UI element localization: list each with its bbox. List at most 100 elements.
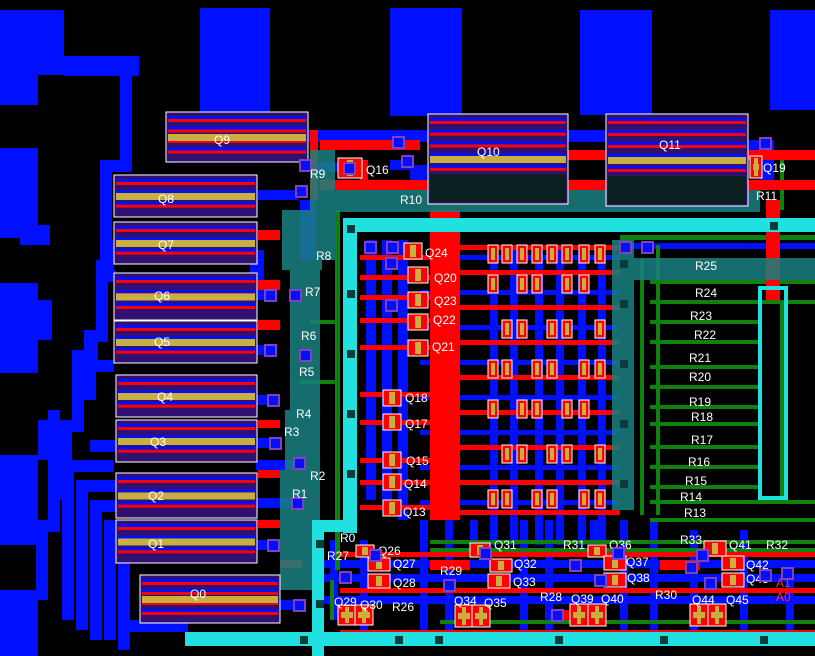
resistor-r10[interactable]: R10 (400, 193, 422, 207)
transistor-q8[interactable]: Q8 (113, 174, 258, 218)
resistor-r6[interactable]: R6 (301, 329, 317, 343)
transistor-q26[interactable]: Q26 (355, 544, 401, 558)
rail-via (347, 350, 355, 358)
matrix-cell (531, 399, 543, 419)
matrix-cell (546, 444, 558, 464)
resistor-r9[interactable]: R9 (310, 167, 326, 181)
transistor-q30[interactable]: Q30 (354, 598, 383, 626)
transistor-q7[interactable]: Q7 (113, 221, 258, 265)
transistor-q3[interactable]: Q3 (115, 419, 258, 463)
resistor-r3[interactable]: R3 (284, 425, 300, 439)
transistor-q18[interactable]: Q18 (382, 389, 428, 407)
transistor-q40[interactable]: Q40 (587, 592, 624, 627)
resistor-r24[interactable]: R24 (695, 286, 717, 300)
resistor-r28[interactable]: R28 (540, 590, 562, 604)
resistor-r22[interactable]: R22 (694, 328, 716, 342)
resistor-r30[interactable]: R30 (655, 588, 677, 602)
resistor-r33[interactable]: R33 (680, 533, 702, 547)
transistor-q20[interactable]: Q20 (407, 266, 457, 285)
resistor-r32[interactable]: R32 (766, 538, 788, 552)
transistor-label: Q17 (405, 417, 428, 431)
transistor-q44[interactable]: Q44 (689, 593, 715, 627)
matrix-cell (531, 274, 543, 294)
transistor-q22[interactable]: Q22 (407, 313, 456, 331)
matrix-cell (516, 399, 528, 419)
resistor-r27[interactable]: R27 (327, 549, 349, 563)
resistor-r0[interactable]: R0 (340, 531, 356, 545)
contact-via (594, 574, 607, 587)
transistor-q33[interactable]: Q33 (487, 573, 536, 589)
transistor-q0[interactable]: Q0 (139, 574, 281, 624)
contact-via (293, 457, 306, 470)
contact-via (291, 497, 304, 510)
rail-via (770, 222, 778, 230)
transistor-q37[interactable]: Q37 (603, 555, 649, 571)
resistor-r5[interactable]: R5 (299, 365, 315, 379)
transistor-label: Q20 (434, 271, 457, 285)
transistor-q11[interactable]: Q11 (605, 113, 749, 207)
transistor-q32[interactable]: Q32 (489, 557, 537, 573)
matrix-cell (561, 399, 573, 419)
transistor-q45[interactable]: Q45 (707, 593, 749, 627)
transistor-label: Q6 (154, 289, 170, 303)
resistor-r8[interactable]: R8 (316, 249, 332, 263)
pin-a1[interactable]: A1 (776, 576, 791, 590)
rail-via (316, 540, 324, 548)
transistor-q24[interactable]: Q24 (403, 242, 448, 260)
transistor-q17[interactable]: Q17 (382, 413, 428, 431)
resistor-r16[interactable]: R16 (688, 455, 710, 469)
transistor-q10[interactable]: Q10 (427, 113, 569, 205)
matrix-cell (531, 359, 543, 379)
transistor-q29[interactable]: Q29 (334, 595, 357, 626)
pin-a0[interactable]: A0 (776, 590, 791, 604)
resistor-r19[interactable]: R19 (689, 395, 711, 409)
transistor-label: Q45 (726, 593, 749, 607)
matrix-cell (516, 244, 528, 264)
transistor-q42[interactable]: Q42 (721, 555, 769, 572)
matrix-cell (578, 274, 590, 294)
resistor-r13[interactable]: R13 (684, 506, 706, 520)
transistor-q28[interactable]: Q28 (367, 573, 416, 590)
matrix-cell (546, 244, 558, 264)
transistor-q2[interactable]: Q2 (115, 472, 258, 519)
transistor-q34[interactable]: Q34 (454, 594, 477, 628)
transistor-q4[interactable]: Q4 (115, 374, 258, 418)
resistor-r2[interactable]: R2 (310, 469, 326, 483)
resistor-r25[interactable]: R25 (695, 259, 717, 273)
transistor-q5[interactable]: Q5 (113, 320, 258, 364)
rail-via (300, 636, 308, 644)
transistor-q23[interactable]: Q23 (407, 291, 457, 309)
resistor-r31[interactable]: R31 (563, 538, 585, 552)
transistor-q41[interactable]: Q41 (703, 538, 752, 557)
matrix-cell (561, 444, 573, 464)
rail-via (395, 636, 403, 644)
resistor-r20[interactable]: R20 (689, 370, 711, 384)
resistor-r18[interactable]: R18 (691, 410, 713, 424)
transistor-q9[interactable]: Q9 (165, 111, 309, 163)
resistor-r26[interactable]: R26 (392, 600, 414, 614)
resistor-r11[interactable]: R11 (756, 189, 777, 203)
matrix-cell (487, 244, 499, 264)
transistor-q13[interactable]: Q13 (382, 499, 426, 519)
transistor-q35[interactable]: Q35 (471, 596, 507, 628)
resistor-r1[interactable]: R1 (292, 487, 308, 501)
resistor-r17[interactable]: R17 (691, 433, 713, 447)
resistor-r4[interactable]: R4 (296, 407, 312, 421)
matrix-cell (501, 489, 513, 509)
contact-via (369, 549, 382, 562)
transistor-q1[interactable]: Q1 (115, 519, 258, 564)
transistor-q15[interactable]: Q15 (382, 451, 429, 469)
transistor-q19[interactable]: Q19 (749, 155, 786, 179)
resistor-r29[interactable]: R29 (440, 564, 462, 578)
transistor-q21[interactable]: Q21 (407, 339, 455, 357)
resistor-r15[interactable]: R15 (685, 474, 707, 488)
transistor-q6[interactable]: Q6 (113, 272, 258, 321)
transistor-q14[interactable]: Q14 (382, 473, 427, 491)
transistor-q39[interactable]: Q39 (569, 592, 594, 627)
resistor-r21[interactable]: R21 (689, 351, 711, 365)
resistor-r23[interactable]: R23 (690, 309, 712, 323)
resistor-r14[interactable]: R14 (680, 490, 702, 504)
transistor-q38[interactable]: Q38 (603, 571, 650, 588)
resistor-r7[interactable]: R7 (305, 285, 321, 299)
